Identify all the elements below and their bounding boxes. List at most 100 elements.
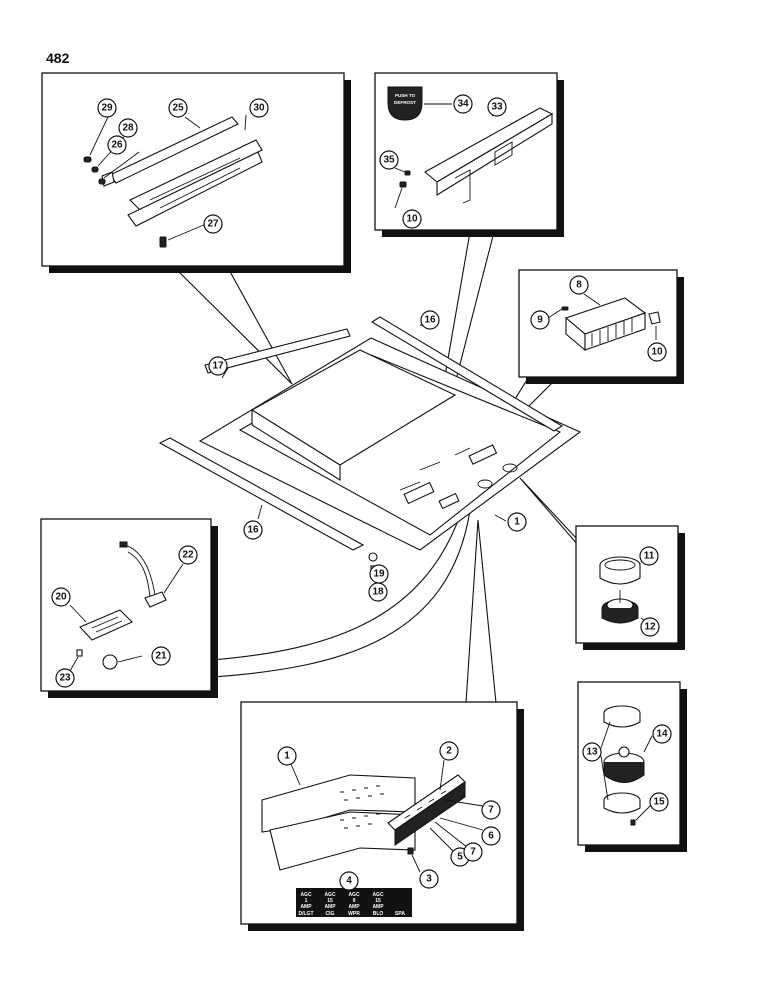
callout-34: 34 [453, 94, 473, 114]
sliding-rail-part [101, 116, 263, 227]
callout-circle [97, 98, 117, 118]
callout-16: 16 [243, 520, 263, 540]
callout-number: 33 [491, 102, 503, 113]
fuse-col-3-row-1: AGC [348, 892, 360, 898]
pin-part [83, 156, 167, 248]
callout-circle [419, 869, 439, 889]
callout-circle [339, 871, 359, 891]
fuse-block-part [387, 774, 466, 846]
callout-13: 13 [582, 742, 602, 762]
callout-7: 7 [481, 800, 501, 820]
callout-number: 12 [644, 622, 656, 633]
defrost-bracket-part [424, 107, 554, 204]
callout-number: 10 [406, 214, 418, 225]
callout-circle [463, 842, 483, 862]
fuse-col-4-row-1: AGC [372, 892, 384, 898]
fuse-col-1-row-3: AMP [300, 904, 312, 910]
callout-circle [277, 746, 297, 766]
callout-circle [379, 150, 399, 170]
callout-circle [652, 724, 672, 744]
callout-number: 17 [212, 361, 224, 372]
callout-circle [243, 520, 263, 540]
callout-19: 19 [369, 564, 389, 584]
callout-1: 1 [277, 746, 297, 766]
callout-22: 22 [178, 545, 198, 565]
fuse-col-3-row-2: 9 [353, 898, 356, 904]
callout-number: 15 [653, 797, 665, 808]
fuse-label-5: SPA [395, 911, 405, 917]
detail-box-right-mid [575, 525, 685, 650]
callout-35: 35 [379, 150, 399, 170]
gauge-part [603, 746, 645, 783]
fuse-col-1-row-2: 1 [305, 898, 308, 904]
callout-circle [51, 587, 71, 607]
decal-line-1: PUSH TO [395, 93, 416, 98]
callout-27: 27 [203, 214, 223, 234]
callout-number: 26 [111, 140, 123, 151]
callout-10: 10 [402, 209, 422, 229]
callout-circle [647, 342, 667, 362]
callout-20: 20 [51, 587, 71, 607]
callout-8: 8 [569, 275, 589, 295]
callout-circle [118, 118, 138, 138]
callout-12: 12 [640, 617, 660, 637]
callout-30: 30 [249, 98, 269, 118]
callout-circle [249, 98, 269, 118]
callout-3: 3 [419, 869, 439, 889]
callout-number: 30 [253, 103, 265, 114]
ring-lower-part [603, 792, 641, 814]
callout-number: 7 [488, 805, 494, 816]
callout-circle [481, 826, 501, 846]
ring-upper-part [603, 705, 641, 728]
callout-number: 7 [470, 847, 476, 858]
light-lens-part [79, 609, 133, 641]
callout-number: 27 [207, 219, 219, 230]
callout-number: 8 [576, 280, 582, 291]
detail-box-top-left [41, 72, 351, 273]
fuse-col-2-row-2: 15 [327, 898, 333, 904]
callout-18: 18 [368, 582, 388, 602]
callout-number: 5 [457, 852, 463, 863]
callout-circle [453, 94, 473, 114]
callout-1: 1 [507, 512, 527, 532]
knob-part [601, 590, 639, 624]
callout-4: 4 [339, 871, 359, 891]
callout-16: 16 [420, 310, 440, 330]
callout-number: 16 [424, 315, 436, 326]
callout-number: 23 [59, 673, 71, 684]
callout-number: 4 [346, 876, 352, 887]
callout-circle [402, 209, 422, 229]
callout-circle [55, 668, 75, 688]
page-number: 482 [46, 50, 70, 66]
callout-circle [203, 214, 223, 234]
callout-circle [178, 545, 198, 565]
callout-number: 35 [383, 155, 395, 166]
fuse-label-2: CIG [326, 911, 335, 917]
callout-number: 16 [247, 525, 259, 536]
callout-circle [369, 564, 389, 584]
callout-number: 9 [537, 315, 543, 326]
callout-number: 6 [488, 831, 494, 842]
callout-number: 1 [284, 751, 290, 762]
callout-21: 21 [151, 646, 171, 666]
wiring-harness-part [119, 541, 167, 608]
callout-14: 14 [652, 724, 672, 744]
callout-circle [649, 792, 669, 812]
fuse-label-3: WPR [348, 911, 360, 917]
callout-circle [420, 310, 440, 330]
callout-circle [569, 275, 589, 295]
callout-2: 2 [439, 741, 459, 761]
callout-number: 3 [426, 874, 432, 885]
fuse-col-1-row-1: AGC [300, 892, 312, 898]
callout-15: 15 [649, 792, 669, 812]
callout-11: 11 [639, 546, 659, 566]
callout-circle [530, 310, 550, 330]
callout-23: 23 [55, 668, 75, 688]
callout-number: 10 [651, 347, 663, 358]
callout-29: 29 [97, 98, 117, 118]
fuse-col-2-row-3: AMP [324, 904, 336, 910]
callout-10: 10 [647, 342, 667, 362]
callout-number: 18 [372, 587, 384, 598]
callout-number: 11 [644, 551, 655, 562]
